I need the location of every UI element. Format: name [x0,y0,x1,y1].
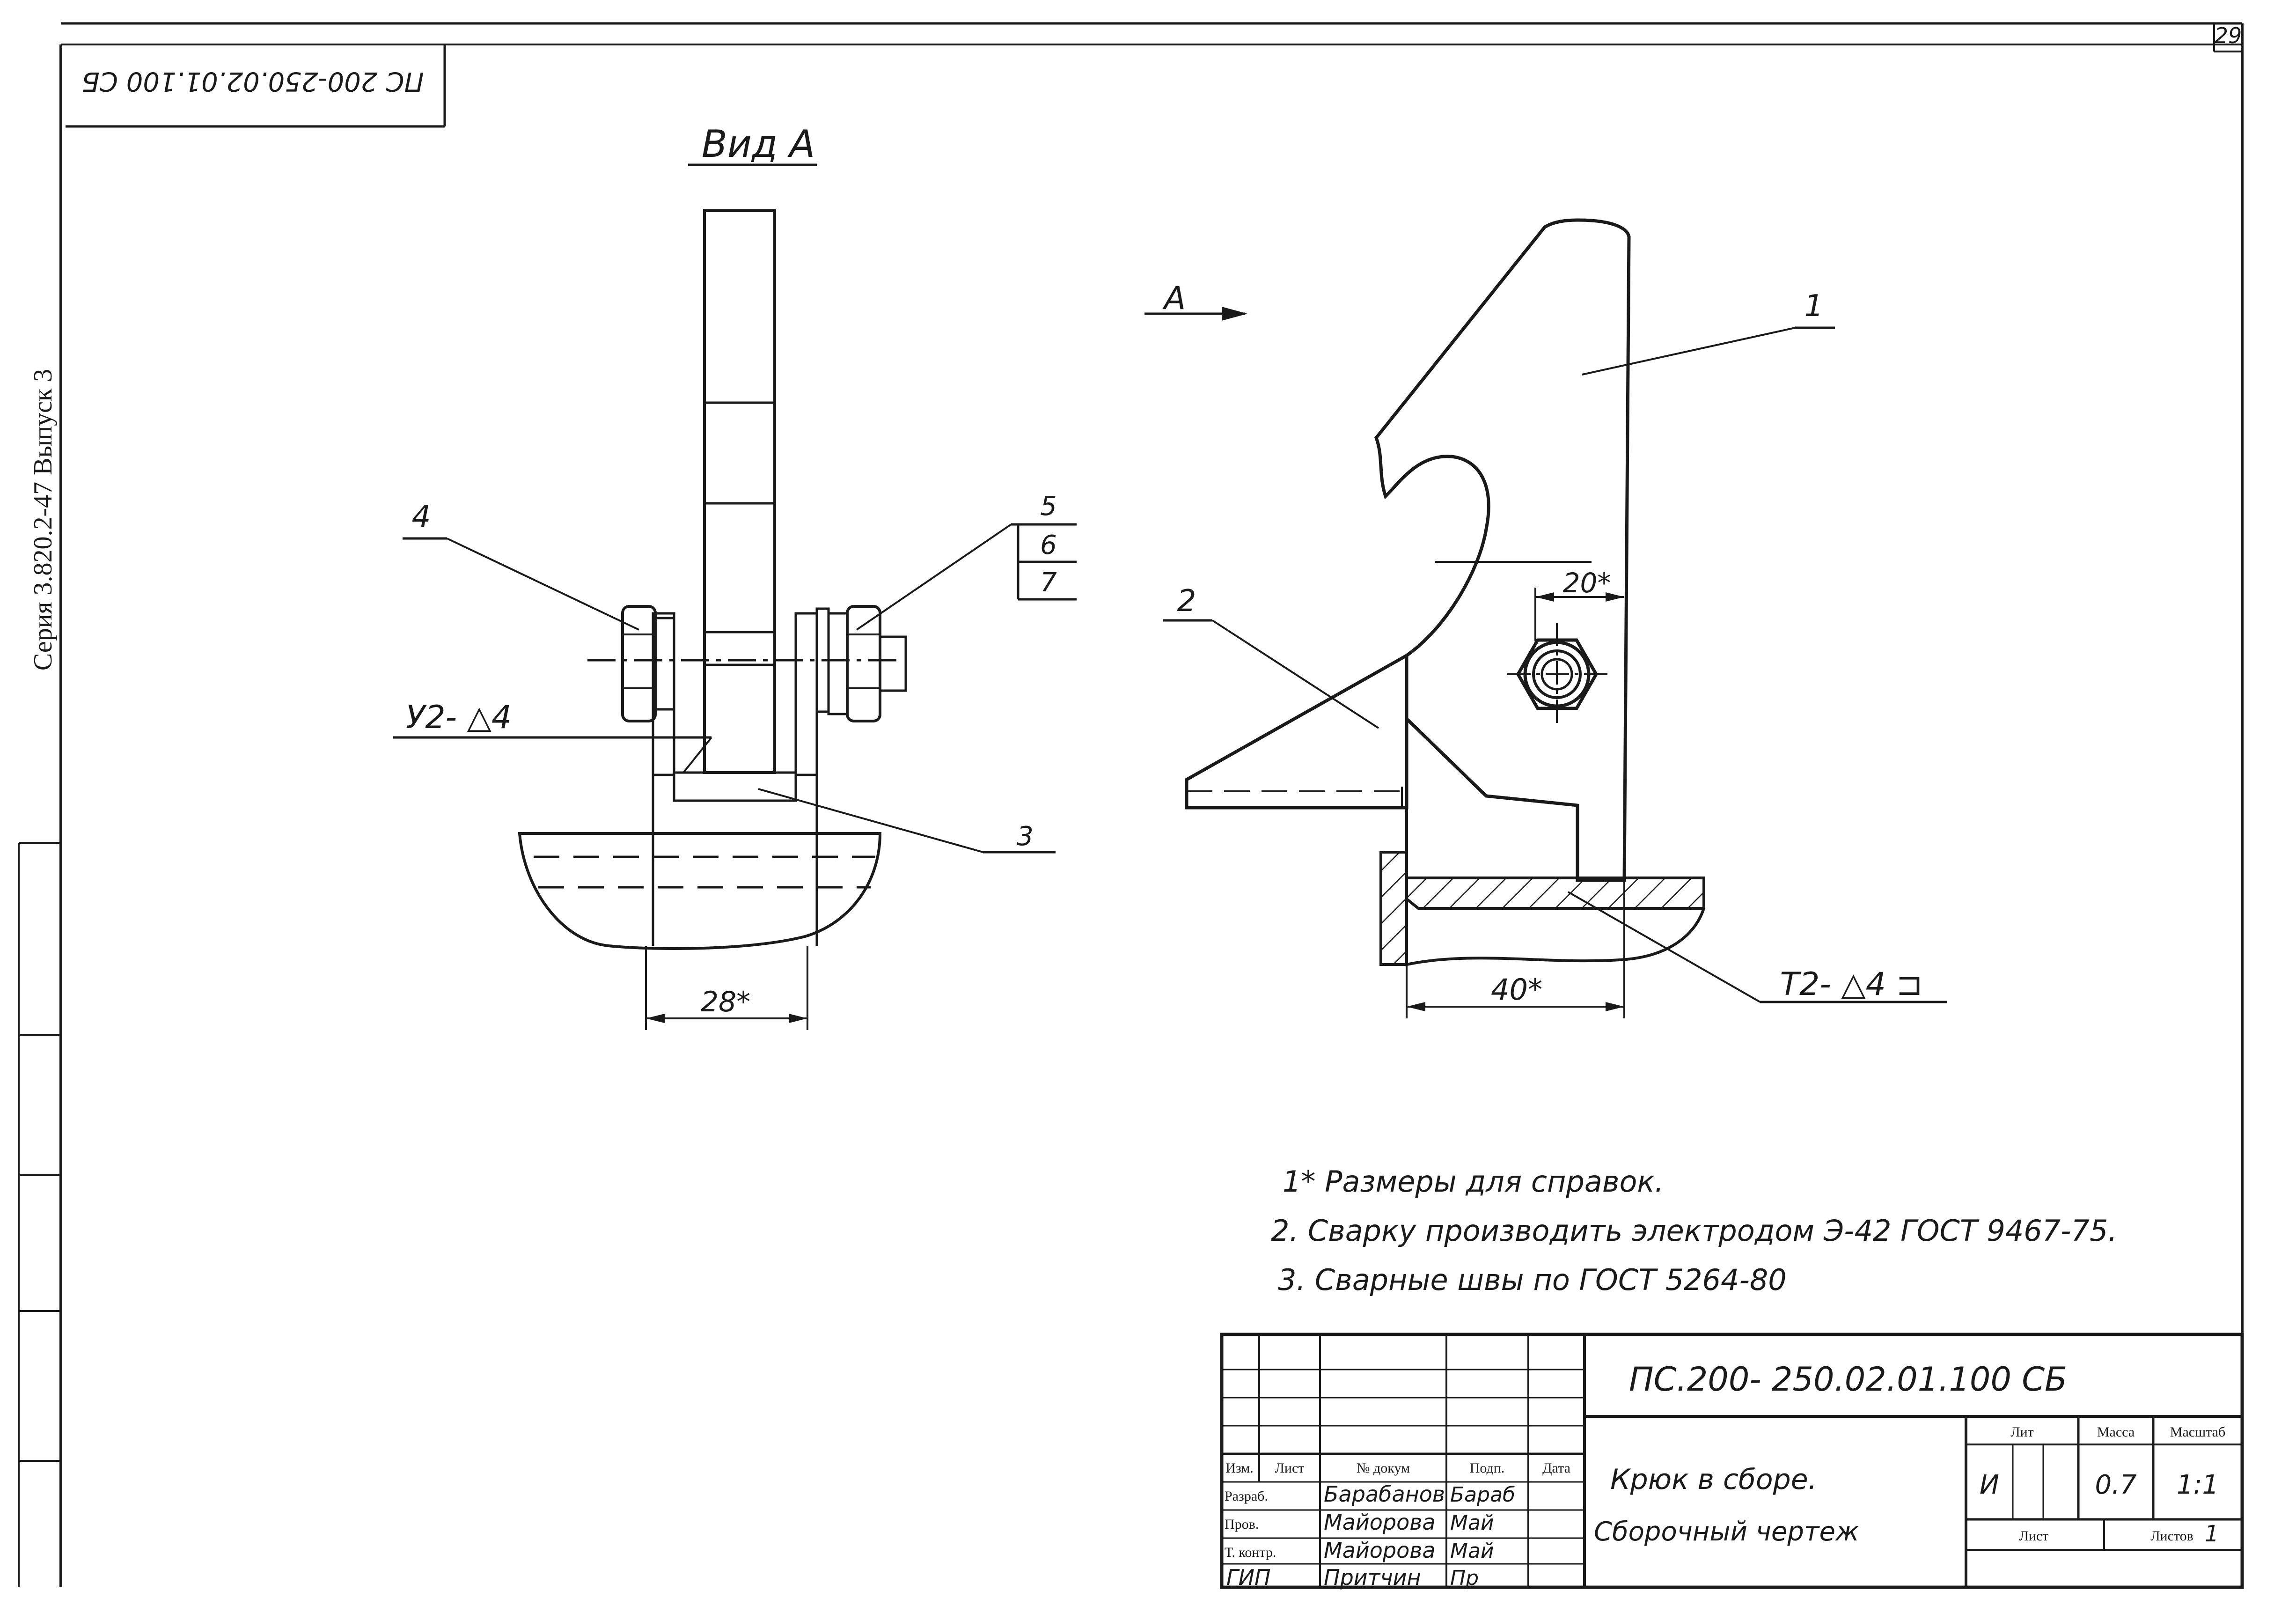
series-label: Серия 3.820.2-47 Выпуск 3 [29,369,58,670]
title-block: Изм. Лист № докум Подп. Дата Разраб. Про… [1220,1333,2244,1590]
view-a-label: Вид А [702,122,815,166]
callout-6: 6 [1040,530,1057,560]
page-number: 29 [2215,23,2242,48]
hdr-date: Дата [1542,1460,1570,1476]
weld-section [1405,877,1705,910]
hdr-sheet: Лист [2019,1528,2049,1544]
direction-arrow-label: А [1162,280,1186,317]
title-line-2: Сборочный чертеж [1594,1517,1859,1547]
hook-plate [1374,218,1631,882]
dim-base: 40* [1491,972,1542,1007]
signature-gip: Пр [1450,1566,1479,1590]
nut-right [846,605,881,722]
name-developer: Барабанов [1324,1481,1445,1507]
callout-5: 5 [1040,491,1057,522]
role-gip: ГИП [1226,1565,1271,1590]
hook-view: А 20* 40* [1144,218,1947,1018]
signature-developer: Бараб [1450,1483,1515,1507]
hdr-sheets-total: Листов [2150,1528,2193,1544]
hdr-scale: Масштаб [2170,1424,2225,1440]
name-tcontrol: Майорова [1324,1538,1436,1563]
callout-7: 7 [1040,567,1057,598]
scale-value: 1:1 [2177,1470,2219,1500]
doc-number: ПС.200- 250.02.01.100 СБ [1629,1360,2067,1399]
hdr-doc: № докум [1357,1460,1410,1476]
notes: 1* Размеры для справок. 2. Сварку произв… [1271,1164,2117,1297]
callout-4: 4 [412,500,431,534]
hdr-izm: Изм. [1225,1460,1254,1476]
hdr-mass: Масса [2097,1424,2135,1440]
hdr-list: Лист [1275,1460,1305,1476]
callout-1: 1 [1805,289,1824,324]
callout-2: 2 [1177,584,1196,619]
lit-value: И [1980,1470,1999,1500]
gusset-plate [1185,653,1408,810]
name-gip: Притчин [1324,1565,1421,1590]
sheet-frame [18,22,2244,1587]
hdr-lit: Лит [2010,1424,2034,1440]
weld-right: Т2- △4 ⊐ [1780,966,1922,1003]
sheets-total-value: 1 [2205,1521,2219,1547]
rotated-doc-code: ПС 200-250.02.01.100 СБ [81,66,424,96]
note-2: 2. Сварку производить электродом Э-42 ГО… [1271,1214,2117,1248]
signature-checker: Май [1450,1511,1494,1535]
signature-tcontrol: Май [1450,1539,1494,1563]
note-3: 3. Сварные швы по ГОСТ 5264-80 [1278,1263,1787,1297]
title-line-1: Крюк в сборе. [1610,1463,1817,1496]
dim-width: 28* [701,986,750,1018]
weld-left: У2- △4 [406,699,512,736]
role-tcontrol: Т. контр. [1225,1545,1276,1560]
callout-3: 3 [1017,821,1034,852]
role-checker: Пров. [1225,1517,1259,1532]
mass-value: 0.7 [2095,1470,2136,1500]
hdr-sign: Подп. [1470,1460,1505,1476]
name-checker: Майорова [1324,1510,1436,1535]
role-developer: Разраб. [1225,1488,1268,1504]
note-1: 1* Размеры для справок. [1283,1164,1664,1199]
view-a: Вид А 28* [393,122,1077,1030]
dim-bolt-offset: 20* [1563,567,1611,599]
